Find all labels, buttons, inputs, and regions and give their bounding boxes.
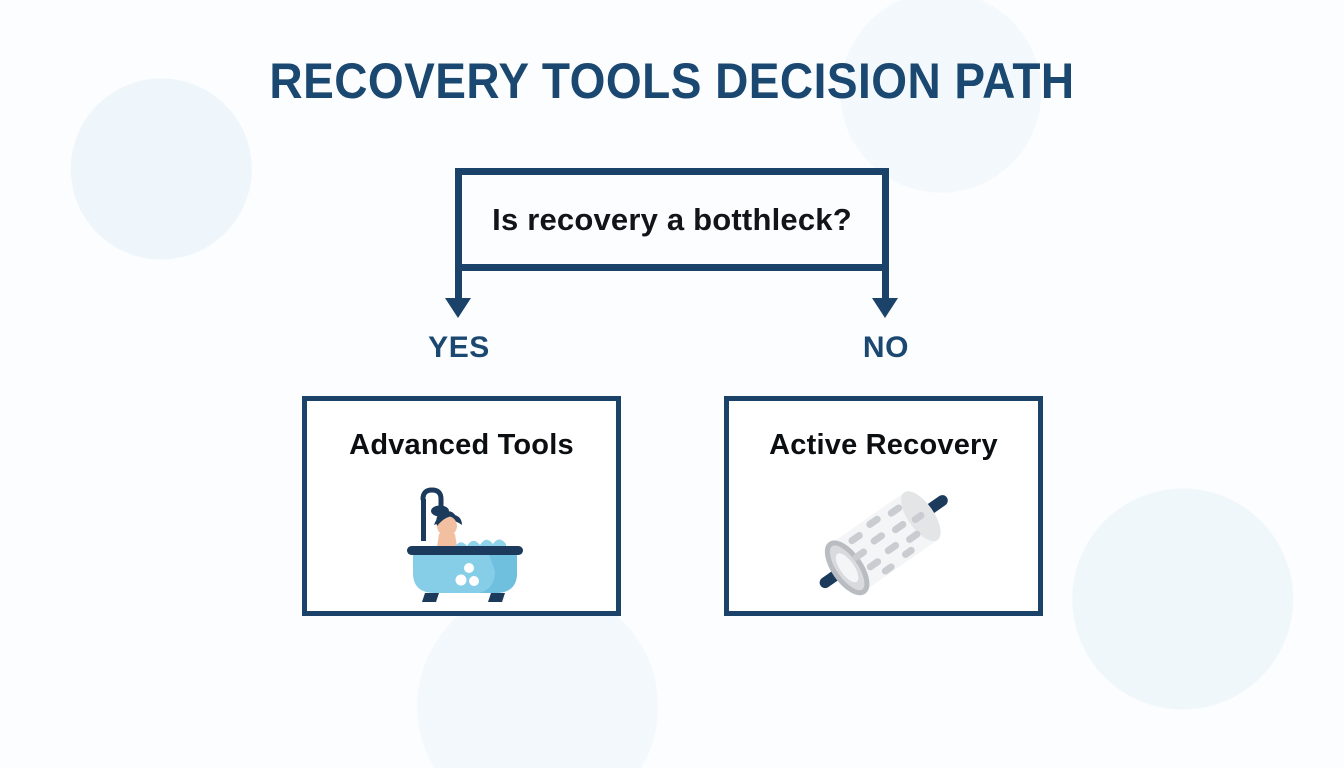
- yes-arrow-stem: [455, 264, 462, 300]
- page-title: RECOVERY TOOLS DECISION PATH: [269, 53, 1075, 109]
- decision-question: Is recovery a botthleck?: [492, 201, 852, 237]
- no-arrow-head-icon: [872, 298, 898, 318]
- outcome-card-active-recovery[interactable]: Active Recovery: [724, 396, 1043, 616]
- yes-arrow-head-icon: [445, 298, 471, 318]
- bathtub-icon: [377, 485, 547, 602]
- branch-label-yes: YES: [428, 331, 490, 364]
- foam-roller-icon: [799, 485, 969, 600]
- decision-box-bottom-edge: [455, 264, 889, 271]
- outcome-title-active-recovery: Active Recovery: [769, 429, 998, 461]
- branch-label-no: NO: [862, 331, 910, 364]
- no-arrow-stem: [882, 264, 889, 300]
- decision-box-left-edge: [455, 168, 462, 274]
- decision-box-top-edge: [455, 168, 889, 175]
- outcome-title-advanced-tools: Advanced Tools: [349, 429, 574, 461]
- decision-box-right-edge: [882, 168, 889, 274]
- outcome-card-advanced-tools[interactable]: Advanced Tools: [302, 396, 621, 616]
